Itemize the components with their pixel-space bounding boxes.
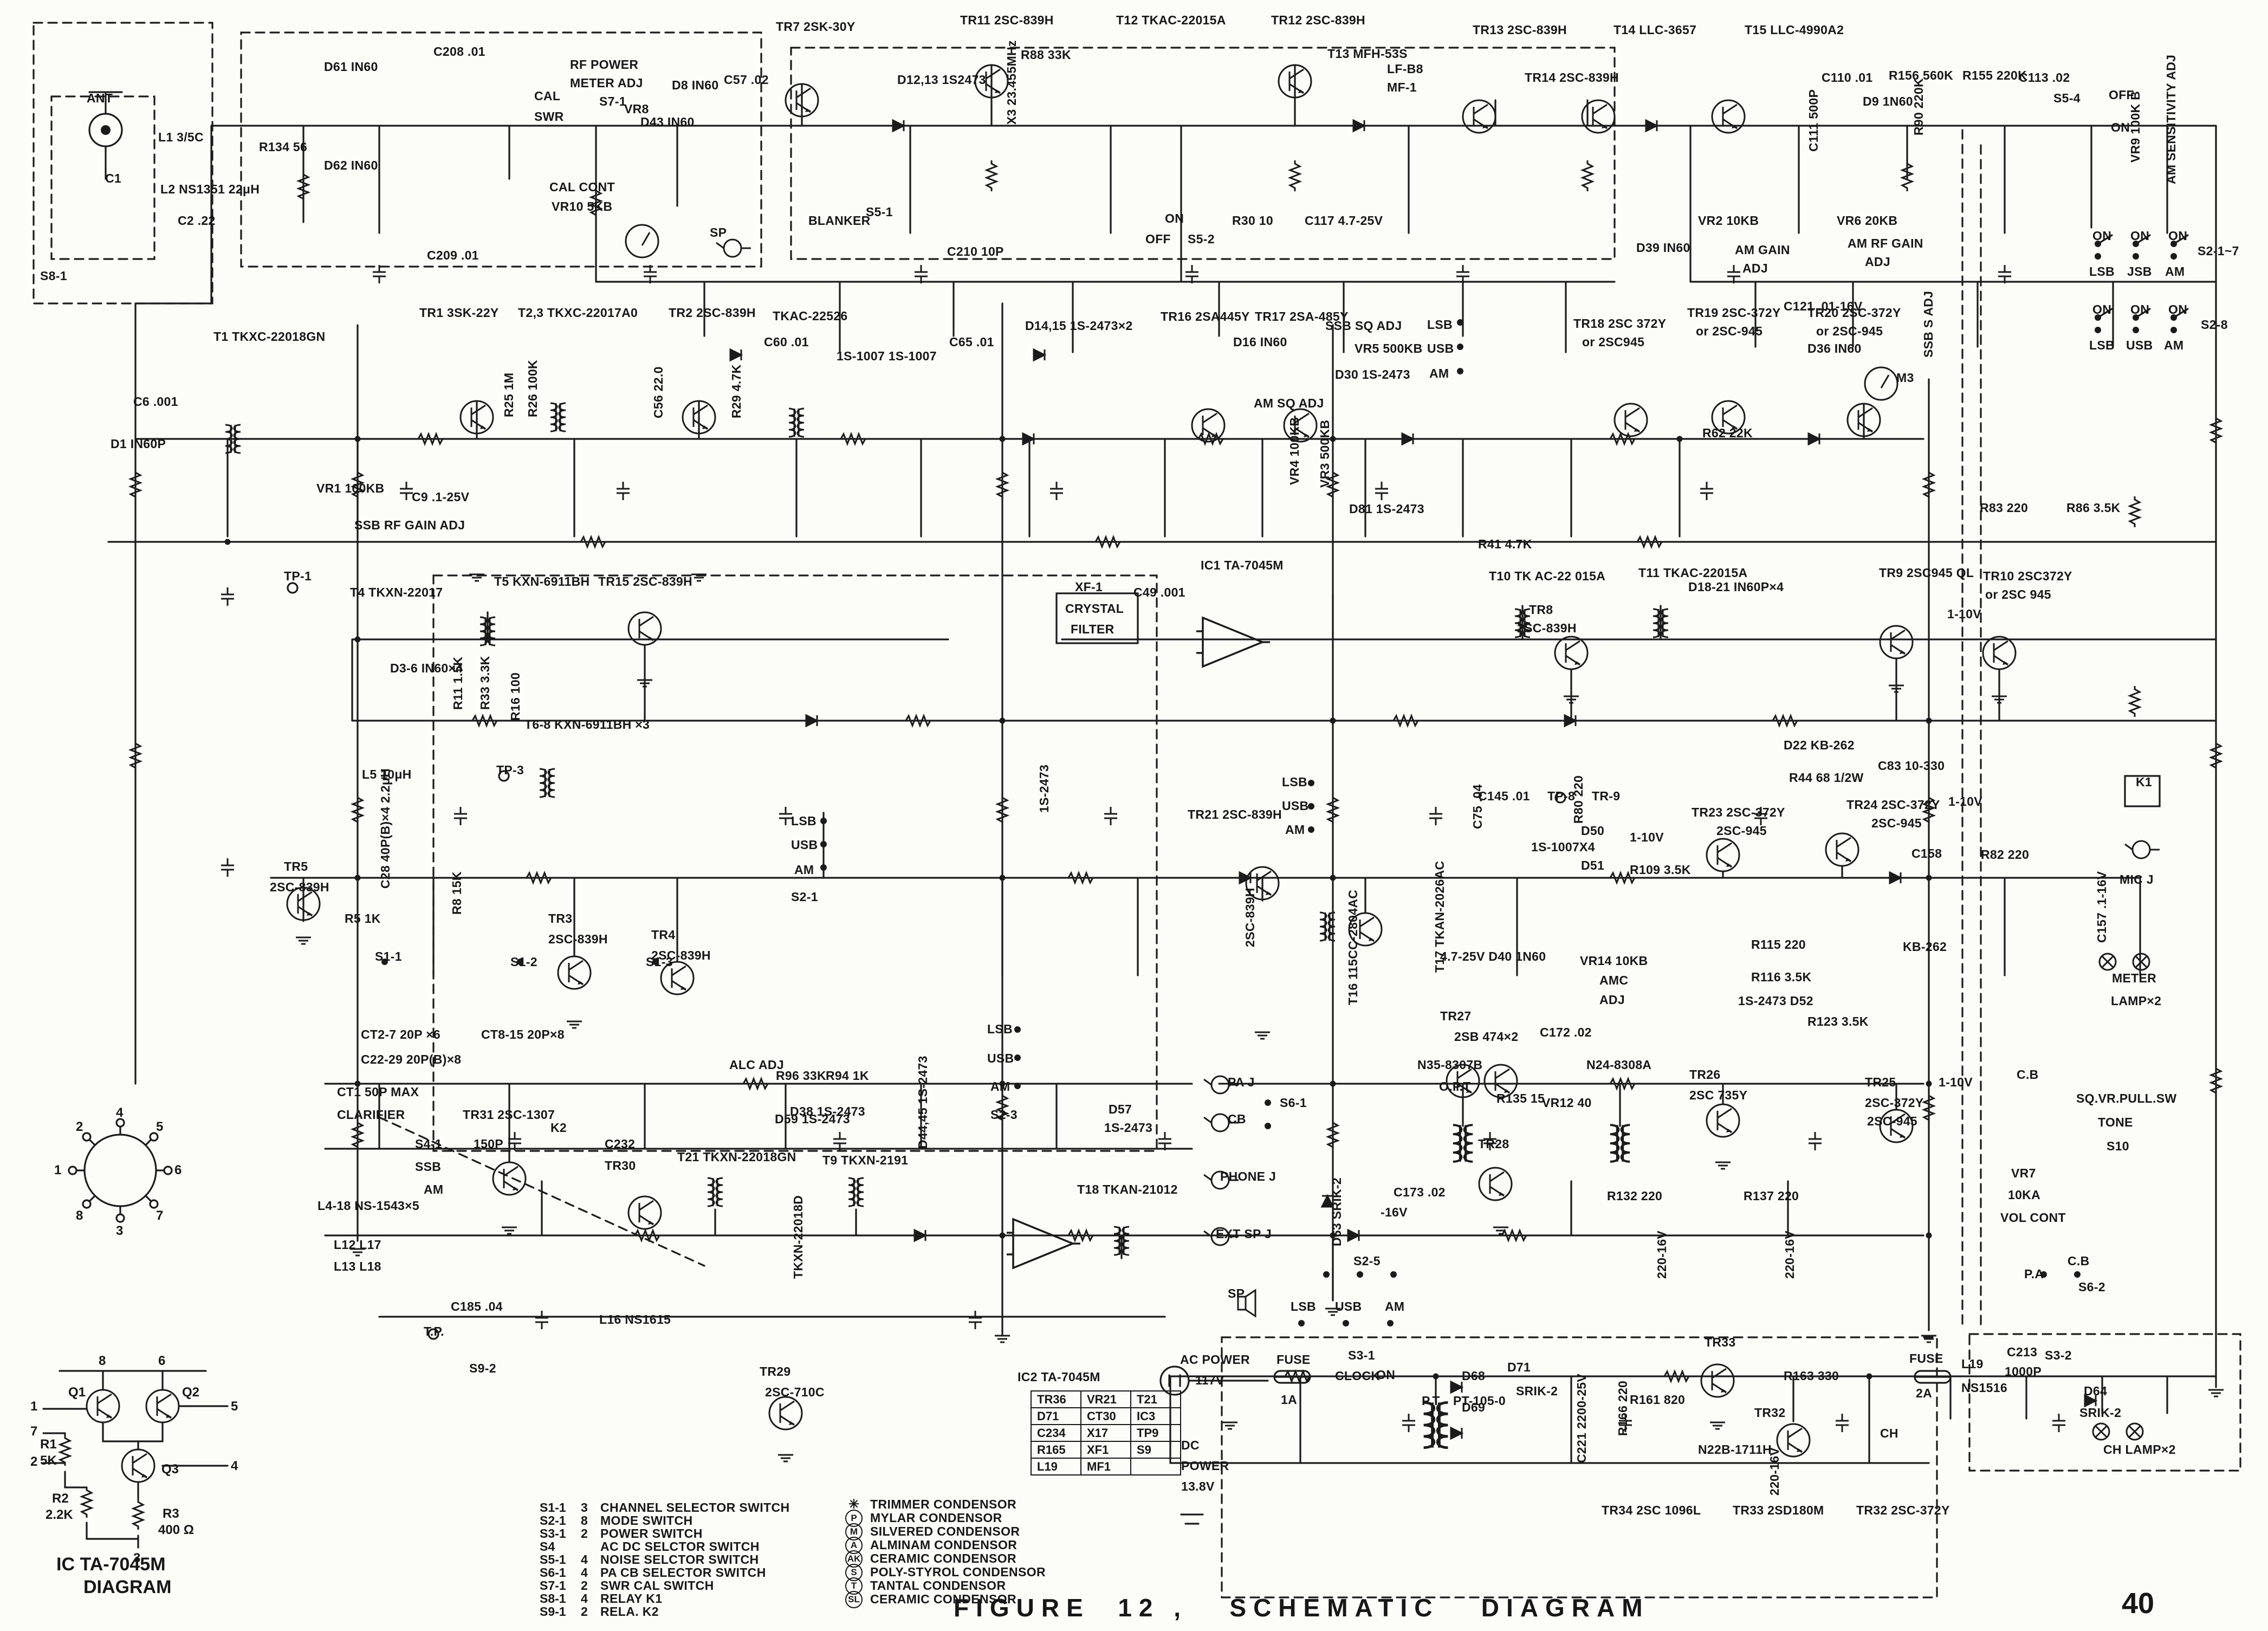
crystal-filter-box <box>1055 592 1139 644</box>
ic-pin-number: 5 <box>156 1119 164 1134</box>
ic-equiv-resistor-label: R3 <box>163 1506 179 1521</box>
ic-pin-number: 2 <box>76 1119 83 1134</box>
ground-symbols-layer <box>295 573 2225 1462</box>
relay-k1-box <box>2124 775 2161 807</box>
junction-dots <box>224 436 1932 1380</box>
ic-equivalent-circuit <box>42 1370 229 1549</box>
ic-pin-number: 4 <box>116 1105 124 1120</box>
ic-pin-circle-diagram <box>68 1118 173 1223</box>
ic-pin-number: 3 <box>116 1224 124 1238</box>
ic-equiv-resistor-value: 400 Ω <box>158 1523 194 1537</box>
figure-title: FIGURE 12 , SCHEMATIC DIAGRAM <box>954 1594 1650 1622</box>
condensor-symbol-icon: ✳ <box>848 1497 860 1512</box>
ic-equiv-pin: 1 <box>30 1399 38 1414</box>
ic-pin-number: 1 <box>54 1163 62 1177</box>
page-number: 40 <box>2122 1587 2155 1620</box>
ic-diagram-caption-line2: DIAGRAM <box>83 1577 172 1597</box>
ic-equiv-pin: 6 <box>158 1354 166 1368</box>
ic-equiv-resistor-value: 5K <box>40 1453 57 1468</box>
condensor-legend-item: ✳TRIMMER CONDENSOR <box>843 1497 1046 1512</box>
switch-contacts-layer <box>381 234 2189 1326</box>
ic-equiv-resistor-label: R1 <box>40 1437 57 1452</box>
ic-equiv-pin: 2 <box>30 1454 38 1469</box>
ic-equiv-resistor-value: 2.2K <box>46 1507 73 1522</box>
diode-symbols-layer <box>729 119 2097 1440</box>
condensor-symbol-icon: SL <box>845 1590 863 1608</box>
ic-equiv-transistor-label: Q3 <box>161 1462 179 1477</box>
wires <box>107 64 2217 1464</box>
ic-equiv-pin: 5 <box>231 1399 238 1414</box>
ic-diagram-caption-line1: IC TA-7045M <box>56 1554 166 1575</box>
ic-equiv-transistor-label: Q2 <box>182 1385 200 1400</box>
capacitor-symbols-layer <box>220 264 2066 1433</box>
ic-symbols-layer <box>1006 592 1271 1269</box>
transformer-symbols-layer <box>224 402 1669 1448</box>
misc-symbols-layer <box>88 91 2161 1525</box>
ic-pin-number: 8 <box>76 1208 83 1223</box>
ic-equiv-transistor-label: Q1 <box>68 1385 86 1400</box>
ic-equiv-resistor-label: R2 <box>52 1491 69 1506</box>
ic-pin-number: 6 <box>174 1163 182 1177</box>
ic-equiv-pin: 8 <box>99 1354 106 1368</box>
dashed-enclosures <box>33 22 2241 1598</box>
resistor-symbols-layer <box>129 159 2222 1382</box>
ic-equiv-pin: 7 <box>30 1424 38 1439</box>
ic-equiv-pin: 4 <box>231 1459 238 1473</box>
transistor-symbols-layer <box>286 64 2017 1458</box>
ic-equiv-pin: 3 <box>133 1551 141 1565</box>
ic-pin-number: 7 <box>156 1208 164 1223</box>
